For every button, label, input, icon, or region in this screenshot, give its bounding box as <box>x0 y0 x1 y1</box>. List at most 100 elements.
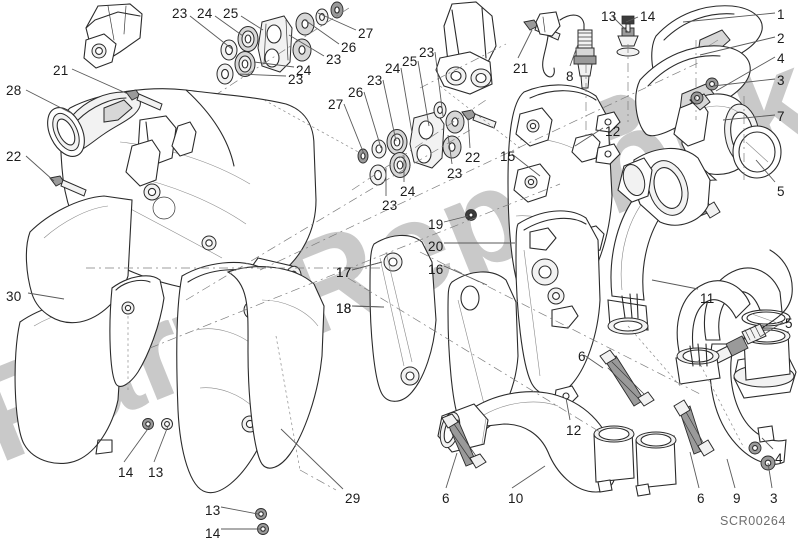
fastener-14-left <box>142 418 154 430</box>
leader-line <box>317 12 357 31</box>
callout-4: 4 <box>775 451 783 466</box>
leader-line <box>123 425 151 463</box>
leader-line <box>625 16 639 23</box>
callout-3: 3 <box>777 73 785 88</box>
leader-line <box>189 15 233 50</box>
callout-21: 21 <box>53 63 69 78</box>
screw-22 <box>49 175 87 197</box>
callout-17: 17 <box>336 265 352 280</box>
callout-15: 15 <box>500 149 516 164</box>
fastener-13-bottom <box>255 508 267 520</box>
callout-14: 14 <box>118 465 134 480</box>
callout-23: 23 <box>326 52 342 67</box>
callout-20: 20 <box>428 239 444 254</box>
callout-12: 12 <box>605 124 621 139</box>
leader-line <box>689 451 700 489</box>
leader-line <box>27 292 65 300</box>
callout-21: 21 <box>513 61 529 76</box>
callout-13: 13 <box>601 9 617 24</box>
gasket-5-upper <box>732 125 782 179</box>
callout-27: 27 <box>358 26 374 41</box>
callout-25: 25 <box>402 54 418 69</box>
collector-socket-right <box>635 431 677 489</box>
callout-24: 24 <box>400 184 416 199</box>
leader-line <box>71 68 129 95</box>
engine-head-stub <box>419 1 507 95</box>
callout-23: 23 <box>288 72 304 87</box>
header-pipe-9 <box>699 249 797 471</box>
leader-line <box>434 51 444 117</box>
leader-line <box>767 462 773 489</box>
callout-24: 24 <box>296 63 312 78</box>
leader-line <box>25 155 55 182</box>
heat-shield-16 <box>447 271 519 433</box>
heat-shield-30-upper <box>25 195 133 324</box>
leader-line <box>445 452 458 489</box>
frame-bracket-upper-left <box>83 3 143 69</box>
callout-14: 14 <box>205 526 221 538</box>
leader-line <box>517 29 533 59</box>
lambda-sensor-8 <box>535 11 597 89</box>
spring-6-center-upper <box>599 349 655 407</box>
callout-25: 25 <box>223 6 239 21</box>
leader-line <box>583 354 604 369</box>
leader-line <box>569 43 579 67</box>
callout-26: 26 <box>341 40 357 55</box>
center-lines <box>86 40 745 491</box>
leader-line <box>712 78 776 87</box>
callout-6: 6 <box>578 349 586 364</box>
callout-28: 28 <box>6 83 22 98</box>
callout-7: 7 <box>777 109 785 124</box>
screw-14 <box>621 15 635 33</box>
fastener-3-upper <box>690 77 719 105</box>
leader-line <box>253 61 295 68</box>
callout-3: 3 <box>770 491 778 506</box>
leader-line <box>682 12 776 23</box>
leader-line <box>511 465 546 489</box>
leader-line <box>220 506 259 515</box>
diagram-code: SCR00264 <box>720 514 786 528</box>
callout-29: 29 <box>345 491 361 506</box>
callout-30: 30 <box>6 289 22 304</box>
callout-6: 6 <box>442 491 450 506</box>
leader-line <box>699 36 776 56</box>
leader-line <box>612 16 629 33</box>
leader-line <box>25 89 72 114</box>
leader-line <box>280 428 344 490</box>
callout-5: 5 <box>777 184 785 199</box>
heat-shield-upper-28 <box>67 91 141 151</box>
callout-6: 6 <box>697 491 705 506</box>
leader-line <box>240 15 264 31</box>
callout-23: 23 <box>367 73 383 88</box>
callout-16: 16 <box>428 262 444 277</box>
leader-line <box>715 56 776 92</box>
callout-2: 2 <box>777 31 785 46</box>
leader-line <box>574 127 604 147</box>
spring-6-left <box>441 413 487 469</box>
leader-line <box>447 134 453 165</box>
callout-8: 8 <box>566 69 574 84</box>
leader-line <box>755 159 776 183</box>
heat-shield-17 <box>369 234 437 402</box>
callout-26: 26 <box>348 85 364 100</box>
callout-1: 1 <box>777 7 785 22</box>
mount-hardware-stack-2 <box>351 99 497 191</box>
leader-line <box>726 458 736 489</box>
silencer-inlet-collar <box>47 107 85 157</box>
callout-13: 13 <box>205 503 221 518</box>
leader-line <box>761 437 774 450</box>
callout-10: 10 <box>508 491 524 506</box>
leader-line <box>153 425 169 463</box>
callout-17: 17 <box>336 265 352 280</box>
callout-23: 23 <box>172 6 188 21</box>
leader-line <box>722 114 776 121</box>
screw-21 <box>125 89 163 111</box>
callout-24: 24 <box>385 61 401 76</box>
callout-19: 19 <box>428 217 444 232</box>
callout-13: 13 <box>148 465 164 480</box>
callout-14: 14 <box>640 9 656 24</box>
header-pipe-center <box>675 280 751 449</box>
